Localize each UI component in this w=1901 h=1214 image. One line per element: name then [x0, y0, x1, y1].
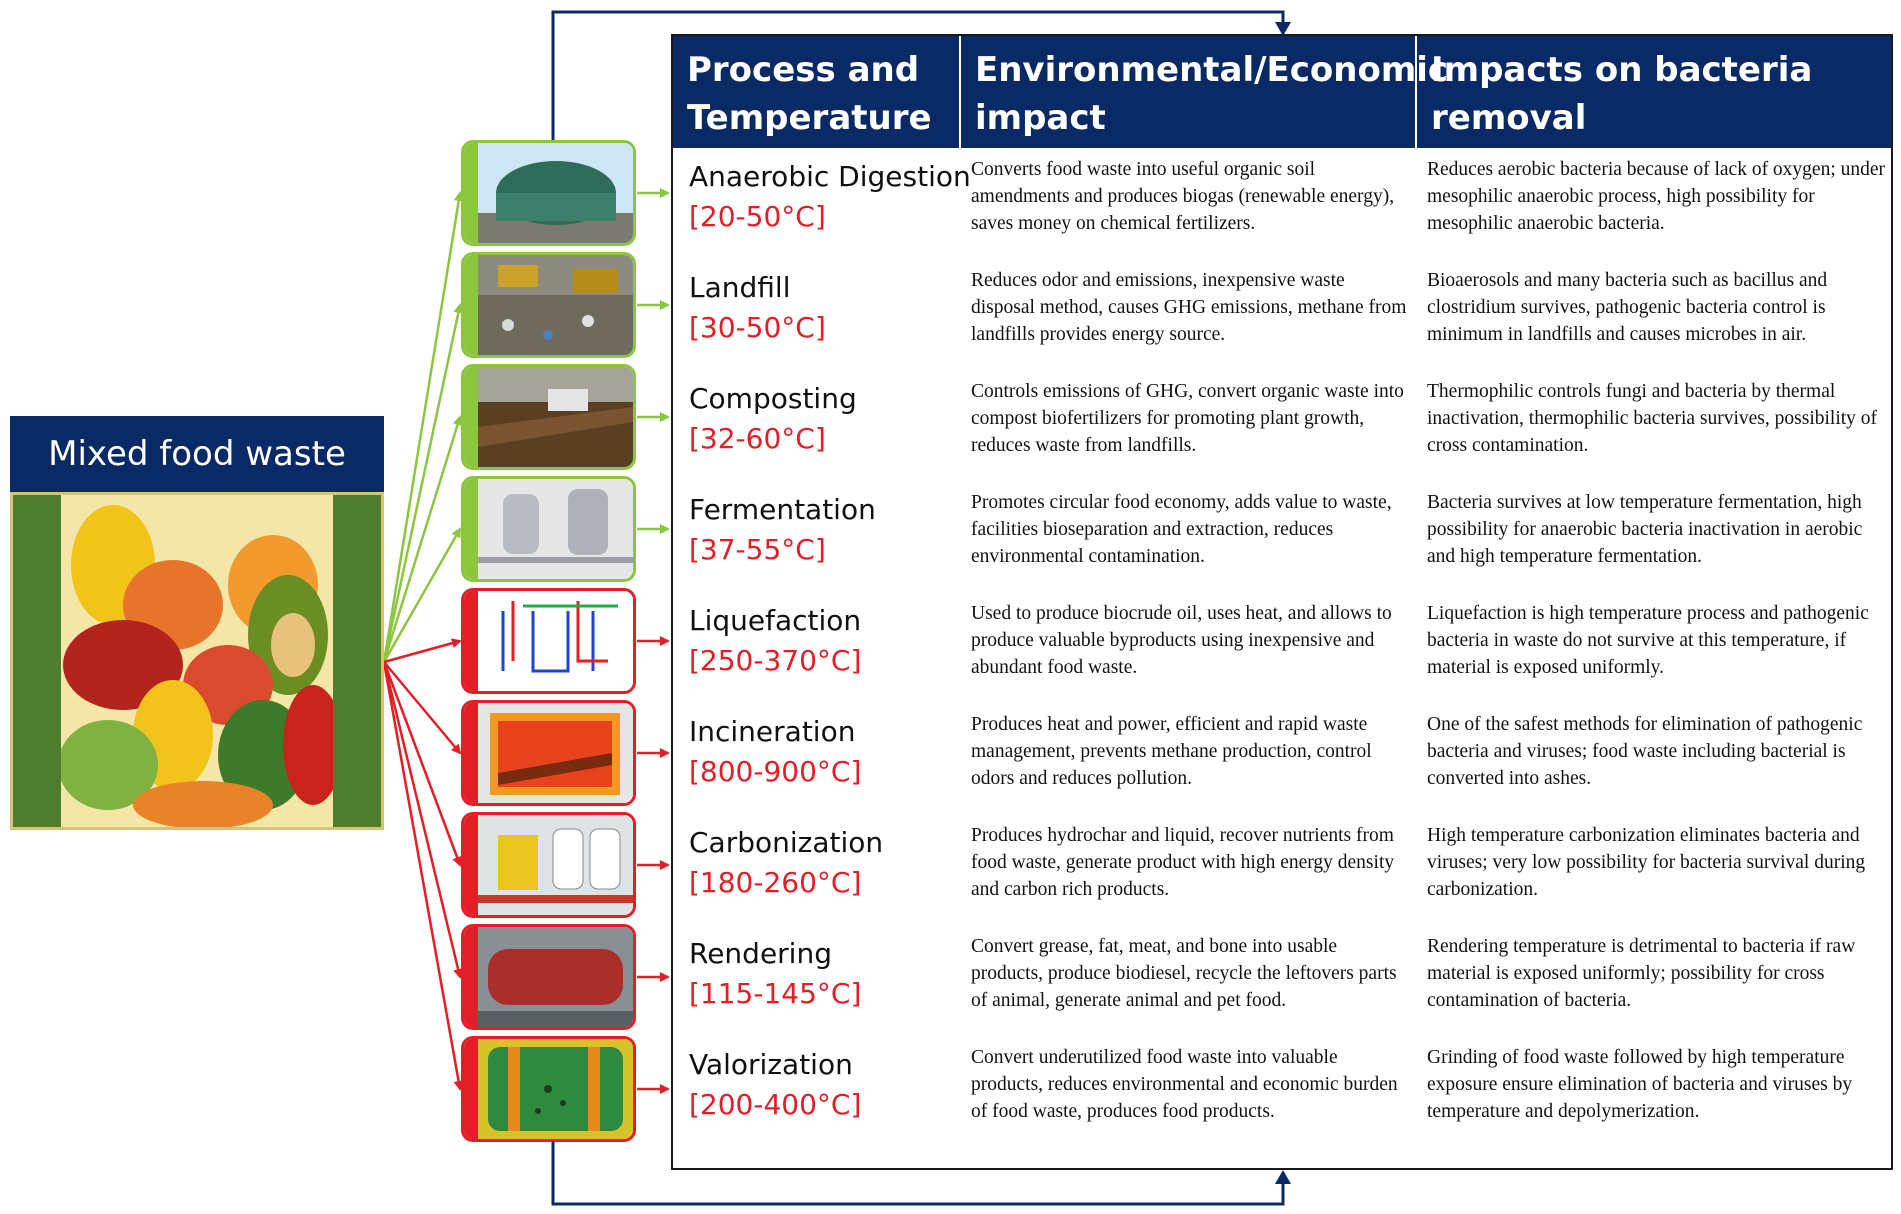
bacteria-removal-text: Bioaerosols and many bacteria such as ba…	[1427, 270, 1828, 345]
environmental-impact-text: Produces heat and power, efficient and r…	[971, 714, 1372, 789]
header-environmental-economic-impact: Environmental/Economic impact	[959, 36, 1448, 148]
bacteria-removal-text: High temperature carbonization eliminate…	[1427, 825, 1866, 900]
fan-arrow-valorization	[382, 661, 464, 1091]
table-row: Rendering [115-145°C] Convert grease, fat,…	[673, 925, 1891, 1036]
environmental-impact-text: Used to produce biocrude oil, uses heat,…	[971, 603, 1392, 678]
process-name: Anaerobic Digestion	[689, 160, 971, 193]
process-name: Landfill	[689, 271, 791, 304]
process-temperature: [250-370°C]	[689, 644, 862, 677]
header-process-temperature: Process and Temperature	[687, 50, 932, 138]
thumbnail-fermentation	[461, 476, 636, 582]
process-name: Incineration	[689, 715, 856, 748]
thumbnail-incineration	[461, 700, 636, 806]
environmental-impact-text: Convert underutilized food waste into va…	[971, 1047, 1398, 1122]
table-row: Composting [32-60°C] Controls emissions of…	[673, 370, 1891, 481]
fan-arrow-carbonization	[382, 661, 462, 867]
process-temperature: [30-50°C]	[689, 311, 826, 344]
fan-arrow-liquefaction	[383, 638, 462, 664]
environmental-impact-text: Promotes circular food economy, adds val…	[971, 492, 1392, 567]
mixed-food-waste-title: Mixed food waste	[10, 416, 384, 492]
thumbnail-valorization	[461, 1036, 636, 1142]
process-name: Carbonization	[689, 826, 884, 859]
process-temperature: [800-900°C]	[689, 755, 862, 788]
table-row: Liquefaction [250-370°C] Used to produce b…	[673, 592, 1891, 703]
process-name: Composting	[689, 382, 857, 415]
table-row: Valorization [200-400°C] Convert underutil…	[673, 1036, 1891, 1147]
process-name: Fermentation	[689, 493, 876, 526]
bacteria-removal-text: Rendering temperature is detrimental to …	[1427, 936, 1856, 1011]
feedback-arrowhead-bottom	[1275, 1170, 1291, 1184]
bacteria-removal-text: Reduces aerobic bacteria because of lack…	[1427, 159, 1886, 234]
table-row: Fermentation [37-55°C] Promotes circular f…	[673, 481, 1891, 592]
header-bacteria-removal-impact: Impacts on bacteria removal	[1415, 36, 1893, 148]
fan-arrow-incineration	[383, 661, 462, 755]
mixed-food-waste-image	[10, 492, 384, 830]
fan-arrow-rendering	[382, 661, 463, 979]
process-temperature: [180-260°C]	[689, 866, 862, 899]
environmental-impact-text: Reduces odor and emissions, inexpensive …	[971, 270, 1407, 345]
process-name: Rendering	[689, 937, 832, 970]
table-row: Landfill [30-50°C] Reduces odor and emissi…	[673, 259, 1891, 370]
feedback-arrow-top	[551, 10, 1285, 140]
table-row: Incineration [800-900°C] Produces heat and…	[673, 703, 1891, 814]
process-comparison-table: Process and Temperature Environmental/Ec…	[671, 34, 1893, 1170]
table-row: Carbonization [180-260°C] Produces hydroch…	[673, 814, 1891, 925]
thumbnail-rendering	[461, 924, 636, 1030]
environmental-impact-text: Produces hydrochar and liquid, recover n…	[971, 825, 1395, 900]
thumbnail-carbonization	[461, 812, 636, 918]
fan-arrow-fermentation	[382, 527, 462, 663]
bacteria-removal-text: Liquefaction is high temperature process…	[1427, 603, 1869, 678]
process-temperature: [115-145°C]	[689, 977, 862, 1010]
process-temperature: [32-60°C]	[689, 422, 826, 455]
environmental-impact-text: Controls emissions of GHG, convert organ…	[971, 381, 1404, 456]
row-arrows	[637, 188, 670, 1094]
table-header: Process and Temperature Environmental/Ec…	[673, 36, 1891, 148]
fan-out-arrows	[382, 191, 464, 1091]
thumbnail-anaerobic-digestion	[461, 140, 636, 246]
fan-arrow-composting	[382, 415, 463, 663]
feedback-arrow-bottom	[551, 1110, 1285, 1206]
bacteria-removal-text: One of the safest methods for eliminatio…	[1427, 714, 1863, 789]
process-name: Liquefaction	[689, 604, 862, 637]
process-temperature: [37-55°C]	[689, 533, 826, 566]
process-temperature: [200-400°C]	[689, 1088, 862, 1121]
bacteria-removal-text: Thermophilic controls fungi and bacteria…	[1427, 381, 1878, 456]
thumbnail-landfill	[461, 252, 636, 358]
process-name: Valorization	[689, 1048, 853, 1081]
table-row: Anaerobic Digestion [20-50°C] Converts foo…	[673, 148, 1891, 259]
environmental-impact-text: Convert grease, fat, meat, and bone into…	[971, 936, 1397, 1011]
bacteria-removal-text: Bacteria survives at low temperature fer…	[1427, 492, 1863, 567]
process-temperature: [20-50°C]	[689, 200, 826, 233]
feedback-arrowhead-top	[1275, 22, 1291, 36]
bacteria-removal-text: Grinding of food waste followed by high …	[1427, 1047, 1853, 1122]
fan-arrow-anaerobic-digestion	[382, 191, 464, 663]
fan-arrow-landfill	[382, 303, 464, 663]
environmental-impact-text: Converts food waste into useful organic …	[971, 159, 1395, 234]
thumbnail-liquefaction	[461, 588, 636, 694]
thumbnail-composting	[461, 364, 636, 470]
